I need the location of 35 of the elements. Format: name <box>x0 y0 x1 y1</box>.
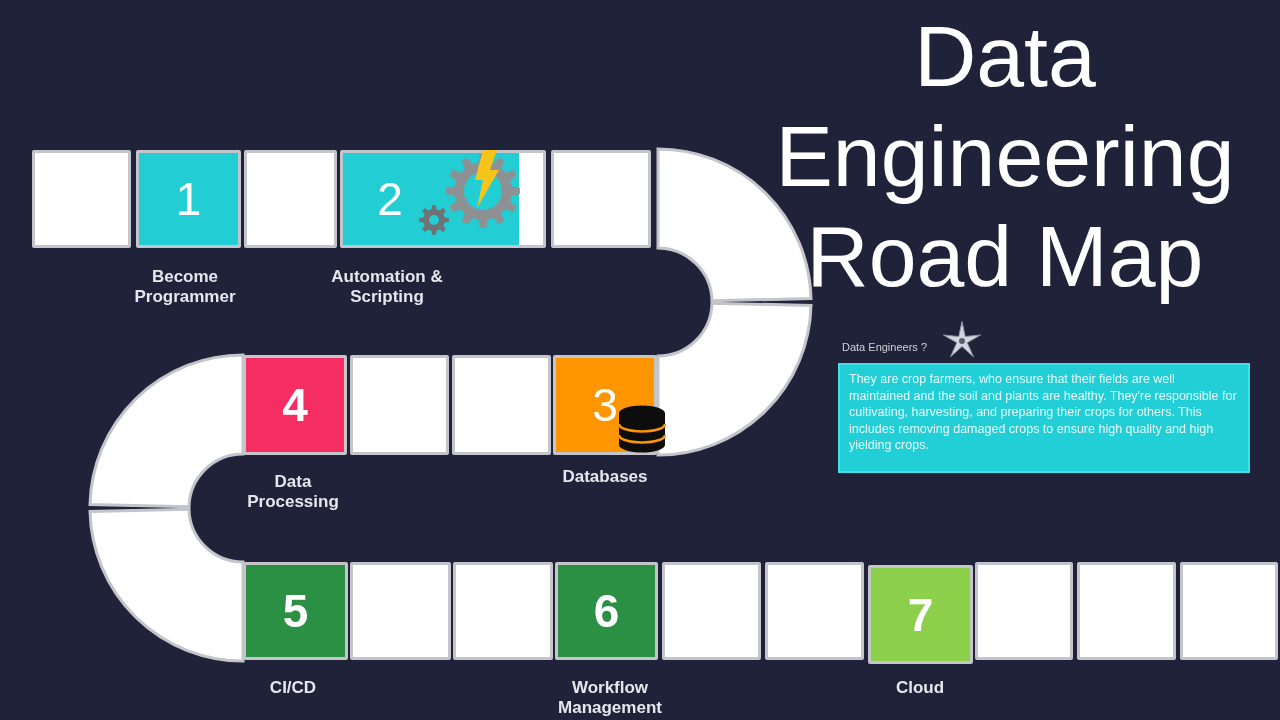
info-text: They are crop farmers, who ensure that their fields are well maintained and the soil and plants are healthy. They're responsible for cultivating, harvesting, and preparing their crops for others. This includes removing damaged crops to ensure high quality and high yielding crops. <box>849 371 1238 454</box>
track-tile <box>453 562 553 660</box>
step-number: 3 <box>591 380 619 430</box>
step-tile <box>868 565 973 664</box>
track-tile <box>662 562 761 660</box>
step-caption: CI/CD <box>268 678 318 698</box>
step-tile <box>340 150 546 248</box>
track-tile <box>1077 562 1176 660</box>
step-caption: Databases <box>561 467 649 487</box>
track-tile <box>452 355 551 455</box>
step-tile <box>243 355 347 455</box>
step-number: 7 <box>906 589 935 640</box>
track-tile <box>1180 562 1278 660</box>
step-caption: Data Processing <box>246 472 340 512</box>
diagram-title: Data Engineering Road Map <box>774 7 1236 306</box>
step-number: 2 <box>376 174 404 224</box>
step-number: 4 <box>281 380 309 430</box>
step-caption: Automation & Scripting <box>330 267 444 307</box>
track-tile <box>350 355 449 455</box>
track-tile <box>975 562 1073 660</box>
step-caption: Cloud <box>894 678 946 698</box>
step-caption: Become Programmer <box>133 267 237 307</box>
step-caption: Workflow Management <box>557 678 663 718</box>
track-tile <box>244 150 337 248</box>
track-tile <box>32 150 131 248</box>
step-number: 1 <box>174 174 203 224</box>
step-tile <box>136 150 241 248</box>
track-tile <box>551 150 651 248</box>
info-heading: Data Engineers ? <box>842 340 927 354</box>
track-tile <box>765 562 864 660</box>
step-tile <box>555 562 658 660</box>
step-tile <box>243 562 348 660</box>
step-number: 6 <box>592 586 621 636</box>
track-tile <box>350 562 451 660</box>
step-number: 5 <box>281 586 310 636</box>
